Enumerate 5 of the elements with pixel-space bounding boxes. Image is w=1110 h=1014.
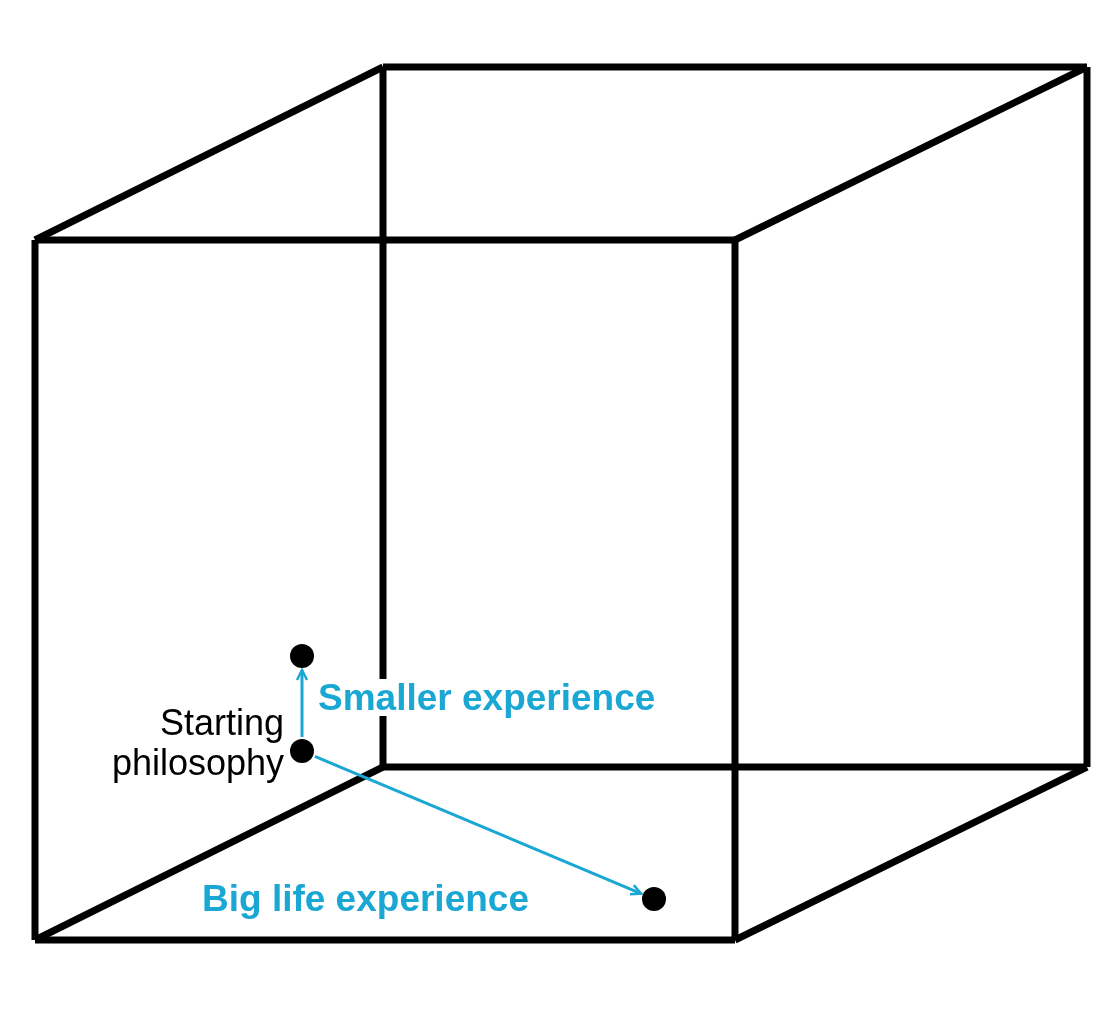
point-marker: [290, 739, 314, 763]
arrow: [314, 755, 643, 896]
arrow: [295, 668, 309, 737]
point-marker: [290, 644, 314, 668]
point-marker: [642, 887, 666, 911]
